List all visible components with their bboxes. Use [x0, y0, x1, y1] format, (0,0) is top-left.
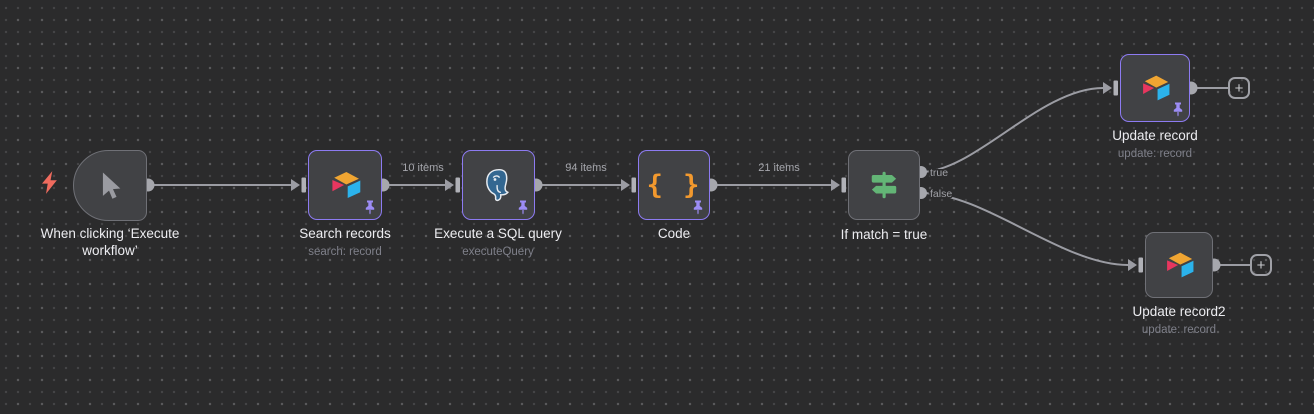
airtable-icon — [1167, 252, 1194, 278]
pin-icon — [518, 200, 528, 215]
plus-icon: + — [1234, 79, 1244, 97]
lightning-bolt-icon — [42, 171, 57, 194]
add-node-button[interactable]: + — [1228, 77, 1250, 99]
connection-if-true-update-record[interactable] — [920, 80, 1118, 173]
signpost-icon — [871, 171, 897, 199]
node-execute-sql-query[interactable] — [462, 150, 535, 220]
node-subtitle: search: record — [308, 245, 382, 258]
node-title: When clicking ‘Execute workflow’ — [40, 226, 180, 258]
node-subtitle: update: record — [1141, 323, 1217, 336]
connection-trigger-search[interactable] — [148, 177, 306, 193]
pin-icon — [1173, 102, 1183, 117]
postgresql-icon — [485, 168, 509, 202]
pin-icon — [365, 200, 375, 215]
pin-icon — [693, 200, 703, 215]
node-title: If match = true — [840, 227, 928, 242]
branch-label-true: true — [930, 167, 948, 179]
node-label-if: If match = true — [824, 227, 944, 244]
node-subtitle: executeQuery — [462, 245, 534, 258]
airtable-icon — [1143, 75, 1170, 101]
node-subtitle: update: record — [1117, 147, 1193, 160]
items-count-label: 10 items — [402, 162, 444, 174]
node-search-records[interactable] — [308, 150, 382, 220]
node-title: Execute a SQL query — [434, 226, 562, 241]
add-node-button[interactable]: + — [1250, 254, 1272, 276]
airtable-icon — [332, 171, 361, 199]
node-title: Update record2 — [1132, 304, 1226, 319]
node-label-update-record2: Update record2 update: record — [1109, 304, 1249, 336]
connection-postgres-code[interactable]: 94 items — [536, 162, 636, 193]
branch-label-false: false — [930, 188, 952, 200]
items-count-label: 21 items — [758, 162, 800, 174]
node-code[interactable]: { } — [638, 150, 710, 220]
node-title: Update record — [1112, 128, 1198, 143]
node-label-manual-trigger: When clicking ‘Execute workflow’ — [30, 226, 190, 260]
code-braces-icon: { } — [646, 169, 702, 201]
node-manual-trigger[interactable] — [73, 150, 147, 221]
node-label-code: Code — [614, 226, 734, 243]
node-label-update-record: Update record update: record — [1085, 128, 1225, 160]
node-if[interactable] — [848, 150, 920, 220]
node-update-record[interactable] — [1120, 54, 1190, 122]
node-title: Search records — [299, 226, 391, 241]
plus-icon: + — [1256, 256, 1266, 274]
items-count-label: 94 items — [565, 162, 607, 174]
cursor-icon — [102, 172, 121, 199]
connection-search-postgres[interactable]: 10 items — [383, 162, 460, 193]
node-label-execute-sql-query: Execute a SQL query executeQuery — [423, 226, 573, 258]
node-update-record2[interactable] — [1145, 232, 1213, 298]
connection-if-false-update-record2[interactable] — [920, 192, 1143, 273]
node-label-search-records: Search records search: record — [275, 226, 415, 258]
connection-code-if[interactable]: 21 items — [711, 162, 846, 193]
node-title: Code — [657, 226, 691, 241]
